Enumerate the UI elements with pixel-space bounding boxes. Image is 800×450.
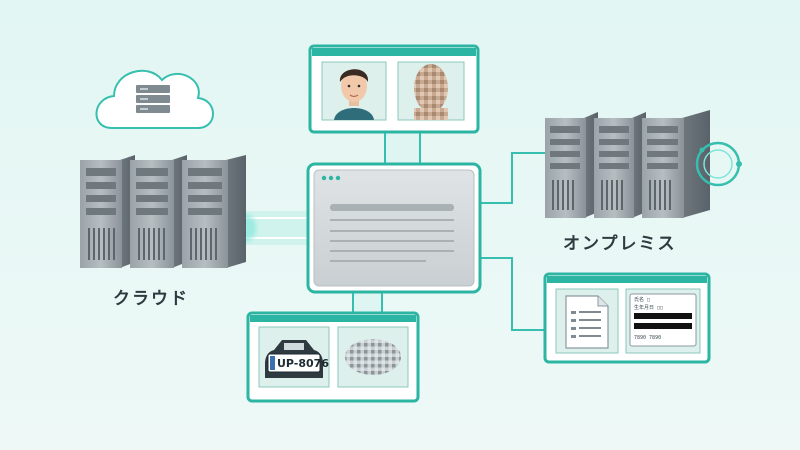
face-avatar-icon [334, 69, 374, 120]
line-dashboard-to-docs [480, 257, 545, 331]
server-icon [130, 155, 187, 268]
server-icon [182, 155, 246, 268]
car-icon [265, 340, 323, 378]
server-icon [642, 110, 710, 218]
document-redaction-panel: 氏名 □ 生年月日 □□ 7890 7890 [543, 272, 711, 364]
cloud-servers [80, 155, 246, 268]
id-card-line-4: 7890 7890 [634, 335, 661, 341]
cloud-label: クラウド [113, 289, 189, 309]
cloud-link-glow [236, 211, 312, 245]
license-plate-panel: UP-8076 [246, 311, 420, 403]
document-icon [565, 295, 609, 349]
id-card-icon: 氏名 □ 生年月日 □□ 7890 7890 [629, 293, 697, 347]
sync-ring-icon [695, 141, 742, 187]
server-icon [545, 112, 598, 218]
pixelated-face-icon [414, 64, 448, 120]
redaction-bar [634, 323, 692, 329]
onprem-servers [545, 110, 742, 218]
id-card-line-2: 生年月日 □□ [634, 304, 663, 311]
plate-number: UP-8076 [277, 357, 329, 370]
connector-bottom [354, 292, 381, 313]
redaction-bar [634, 313, 692, 319]
dashboard-window-icon [306, 162, 482, 294]
cloud-server-stack-icon [136, 85, 170, 113]
line-dashboard-to-onprem [480, 152, 545, 204]
server-icon [80, 155, 135, 268]
id-card-line-1: 氏名 □ [634, 296, 650, 303]
pixelated-plate-icon [345, 339, 401, 375]
on-premise-label: オンプレミス [563, 234, 677, 254]
server-icon [594, 112, 646, 218]
cloud-icon [95, 69, 214, 129]
face-anonymization-panel [308, 44, 480, 134]
